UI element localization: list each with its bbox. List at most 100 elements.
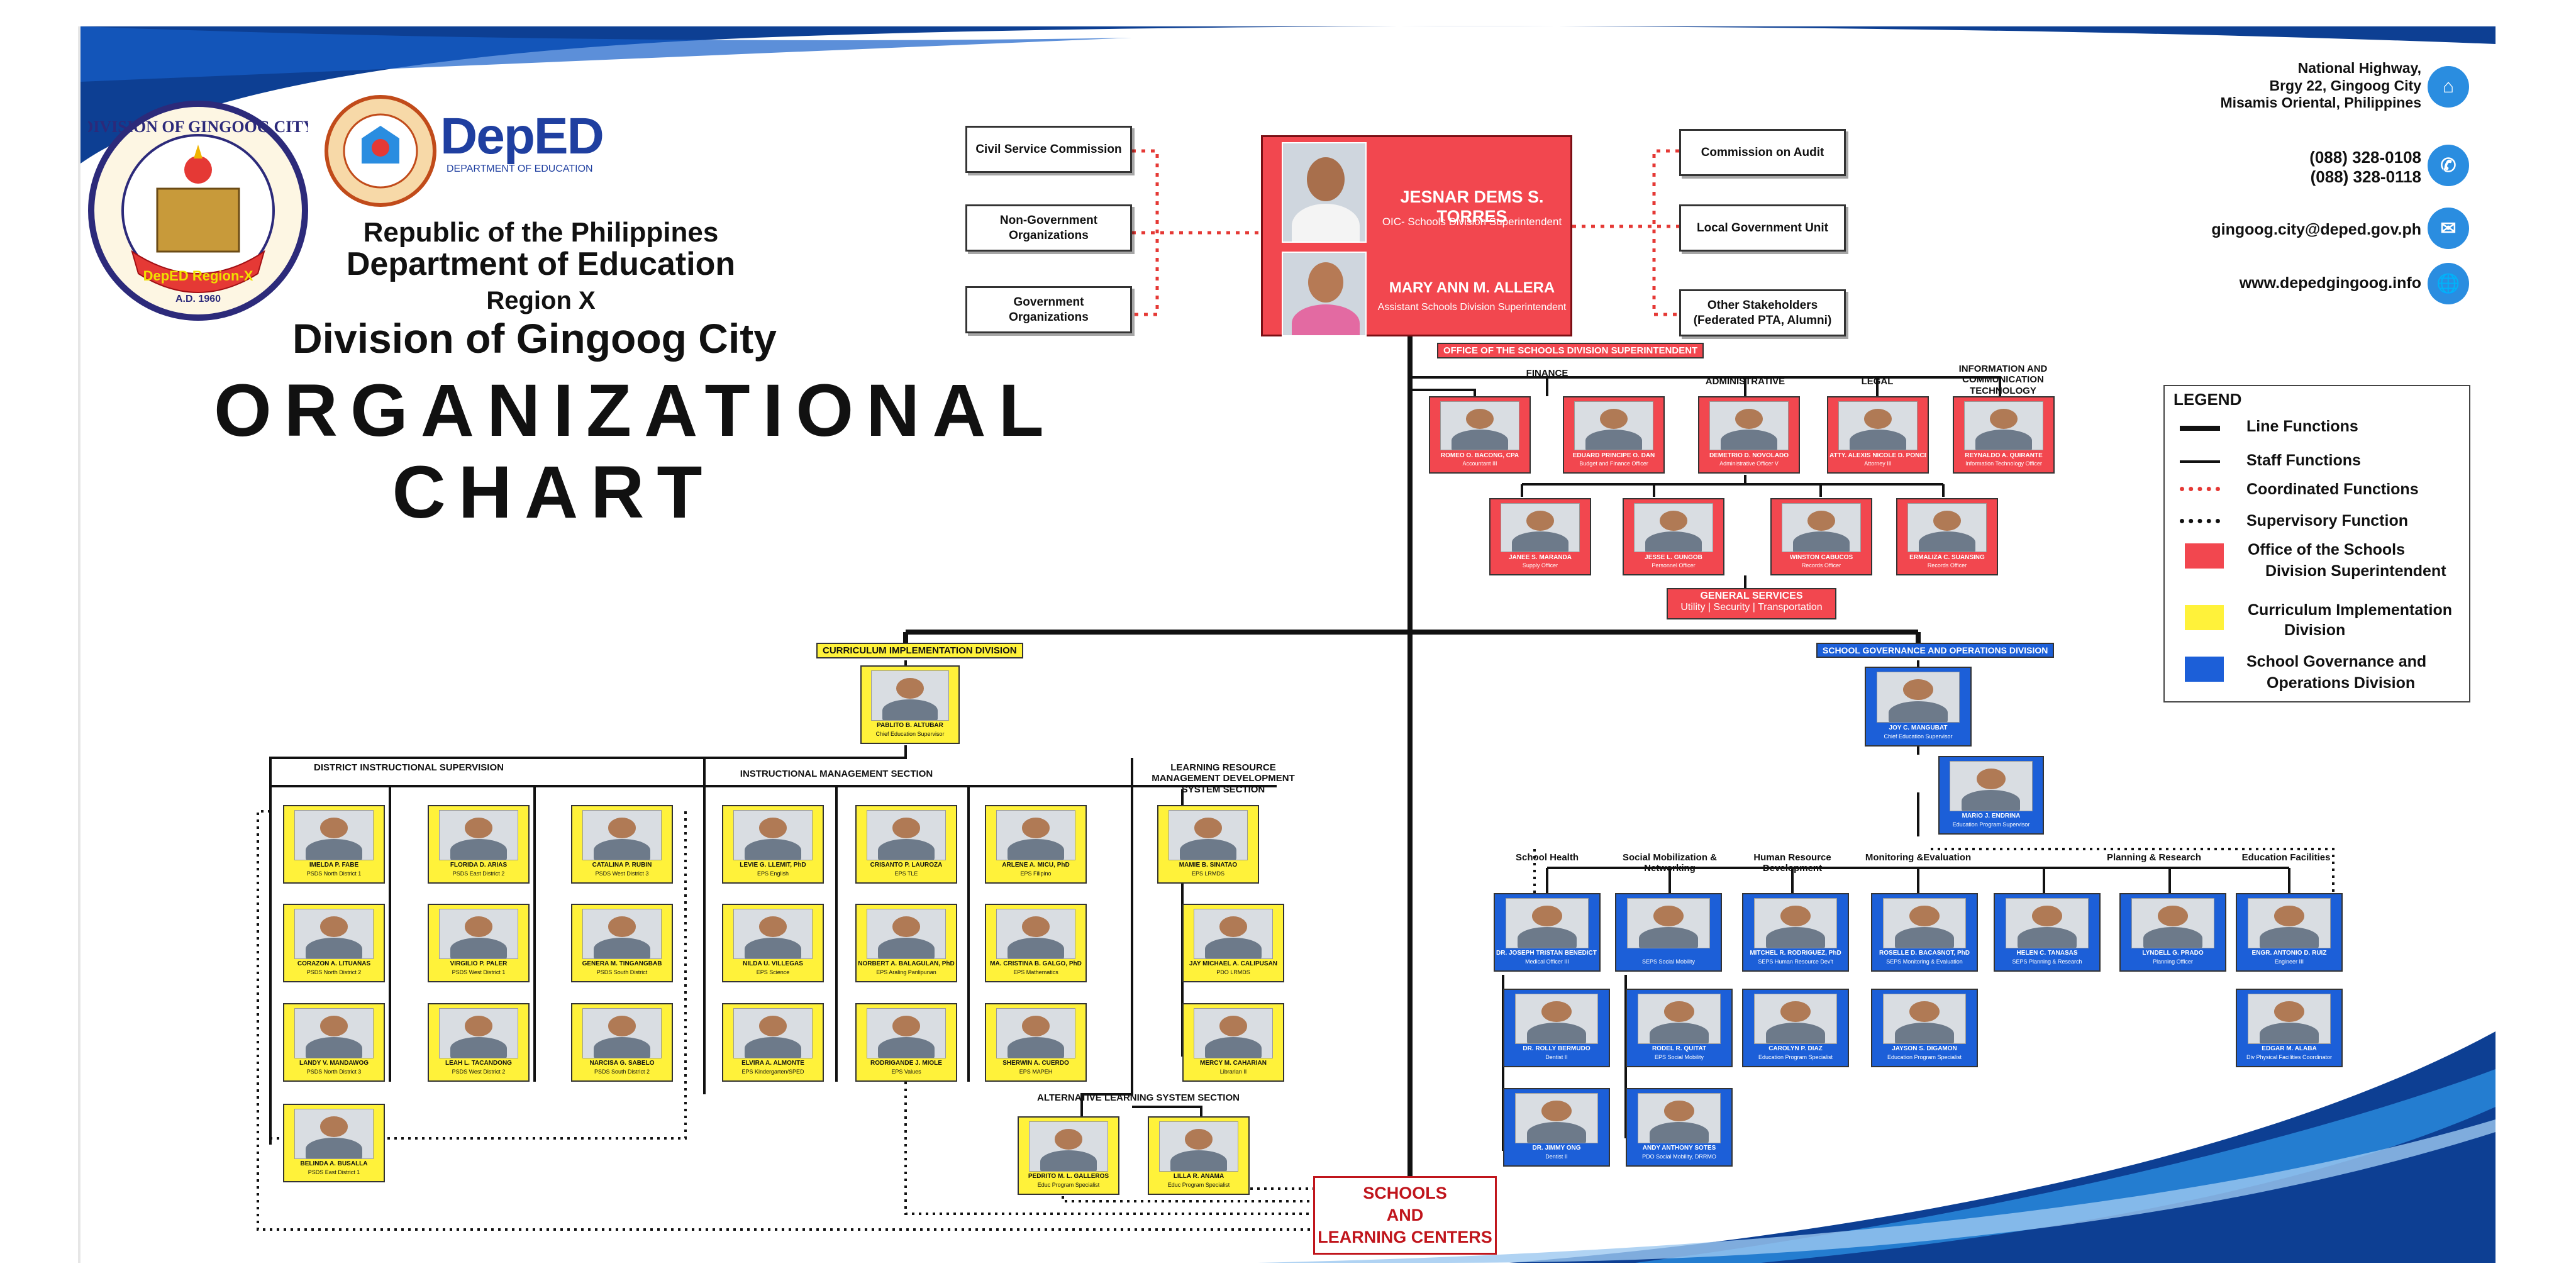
person-photo xyxy=(1637,994,1721,1044)
person-photo xyxy=(2131,898,2215,948)
person-position: Education Program Supervisor xyxy=(1952,821,2030,828)
legend-cid-swatch xyxy=(2185,605,2224,630)
contact-address: National Highway, Brgy 22, Gingoog City … xyxy=(2101,60,2421,112)
general-services-subtitle: Utility | Security | Transportation xyxy=(1680,602,1823,613)
person-position: Educ Program Specialist xyxy=(1167,1182,1230,1188)
person-photo xyxy=(1193,909,1274,959)
person-position: Education Program Specialist xyxy=(1887,1054,1962,1060)
person-name: VIRGILIO P. PALER xyxy=(450,960,508,968)
person-photo xyxy=(294,810,374,860)
sgod-chief-card: JOY C. MANGUBAT Chief Education Superviso… xyxy=(1865,667,1972,747)
person-photo xyxy=(1637,1093,1721,1143)
person-name: FLORIDA D. ARIAS xyxy=(450,862,508,869)
person-name: ERMALIZA C. SUANSING xyxy=(1909,553,1985,561)
person-position: Dentist II xyxy=(1545,1153,1568,1160)
person-photo xyxy=(1963,401,2044,451)
person-position: EPS Kindergarten/SPED xyxy=(741,1069,804,1075)
unit-social-mobilization: Social Mobilization & Networking xyxy=(1622,852,1717,874)
legend-sgod-line2: Operations Division xyxy=(2267,674,2416,692)
asds-name: MARY ANN M. ALLERA xyxy=(1389,279,1555,296)
person-photo xyxy=(1709,401,1789,451)
osds-staff-card: JESSE L. GUNGOB Personnel Officer xyxy=(1623,498,1724,575)
person-photo xyxy=(438,909,519,959)
unit-finance: FINANCE xyxy=(1526,368,1568,379)
person-photo xyxy=(866,909,947,959)
person-position: Librarian II xyxy=(1219,1069,1247,1075)
person-position: Dentist II xyxy=(1545,1054,1568,1060)
person-photo xyxy=(1158,1121,1239,1172)
person-name: RODEL R. QUITAT xyxy=(1652,1045,1707,1053)
slc-line2: AND xyxy=(1386,1205,1424,1224)
person-name: ELVIRA A. ALMONTE xyxy=(741,1060,804,1067)
person-position: PSDS South District xyxy=(596,969,648,975)
person-position: PSDS North District 3 xyxy=(306,1069,362,1075)
person-name: JESSE L. GUNGOB xyxy=(1645,553,1702,561)
person-position: PDO LRMDS xyxy=(1216,969,1250,975)
deped-logo: DepED DEPARTMENT OF EDUCATION xyxy=(440,107,623,182)
person-name: LYNDELL G. PRADO xyxy=(2142,950,2204,957)
person-position: EPS Araling Panlipunan xyxy=(876,969,936,975)
person-position: EPS English xyxy=(757,870,789,877)
person-photo xyxy=(1440,401,1520,451)
person-photo xyxy=(866,810,947,860)
person-photo xyxy=(294,1109,374,1159)
external-coa: Commission on Audit xyxy=(1679,129,1846,176)
address-line3: Misamis Oriental, Philippines xyxy=(2220,94,2421,111)
external-gov-orgs: Government Organizations xyxy=(965,286,1132,333)
unit-hrd: Human Resource Development xyxy=(1753,852,1831,874)
person-position: Personnel Officer xyxy=(1652,563,1696,569)
person-position: Chief Education Supervisor xyxy=(875,731,945,737)
contact-website[interactable]: www.depedgingoog.info xyxy=(2239,274,2421,292)
sds-photo xyxy=(1282,142,1367,243)
section-lrmds: LEARNING RESOURCE MANAGEMENT DEVELOPMENT… xyxy=(1152,762,1295,795)
contact-email[interactable]: gingoog.city@deped.gov.ph xyxy=(2211,221,2421,238)
external-lgu: Local Government Unit xyxy=(1679,204,1846,252)
svg-text:DepED Region-X: DepED Region-X xyxy=(143,268,253,284)
person-position: EPS Science xyxy=(756,969,790,975)
person-position: PSDS East District 1 xyxy=(308,1169,360,1175)
person-photo xyxy=(582,909,662,959)
person-photo xyxy=(1753,898,1838,948)
person-photo xyxy=(1500,502,1580,553)
deped-subtitle: DEPARTMENT OF EDUCATION xyxy=(447,164,593,174)
person-name: DR. JIMMY ONG xyxy=(1532,1145,1581,1152)
person-position: SEPS Social Mobility xyxy=(1641,958,1696,965)
home-icon: ⌂ xyxy=(2428,66,2469,108)
deped-seal xyxy=(324,94,437,208)
person-position: Information Technology Officer xyxy=(1965,461,2042,467)
section-district-supervision: DISTRICT INSTRUCTIONAL SUPERVISION xyxy=(314,762,504,773)
person-position: EPS Mathematics xyxy=(1013,969,1058,975)
external-stakeholders: Other Stakeholders (Federated PTA, Alumn… xyxy=(1679,289,1846,336)
deped-wordmark: DepED xyxy=(440,108,604,165)
person-photo xyxy=(294,1008,374,1058)
person-name: JANEE S. MARANDA xyxy=(1508,553,1572,561)
division-seal: DIVISION OF GINGOOG CITY DepED Region-X … xyxy=(81,94,315,327)
person-photo xyxy=(866,1008,947,1058)
person-position: Chief Education Supervisor xyxy=(1884,733,1953,740)
email-icon: ✉ xyxy=(2428,208,2469,249)
person-photo xyxy=(1193,1008,1274,1058)
person-name: JOY C. MANGUBAT xyxy=(1889,724,1948,731)
sds-name: JESNAR DEMS S. TORRES xyxy=(1400,187,1544,226)
person-position: Records Officer xyxy=(1801,563,1841,569)
person-name: NARCISA G. SABELO xyxy=(589,1060,655,1067)
sgod-tag: SCHOOL GOVERNANCE AND OPERATIONS DIVISIO… xyxy=(1816,643,2055,658)
person-photo xyxy=(1781,502,1862,553)
legend-cid-line2: Division xyxy=(2284,621,2346,639)
unit-ict: INFORMATION AND COMMUNICATION TECHNOLOGY xyxy=(1958,364,2048,396)
